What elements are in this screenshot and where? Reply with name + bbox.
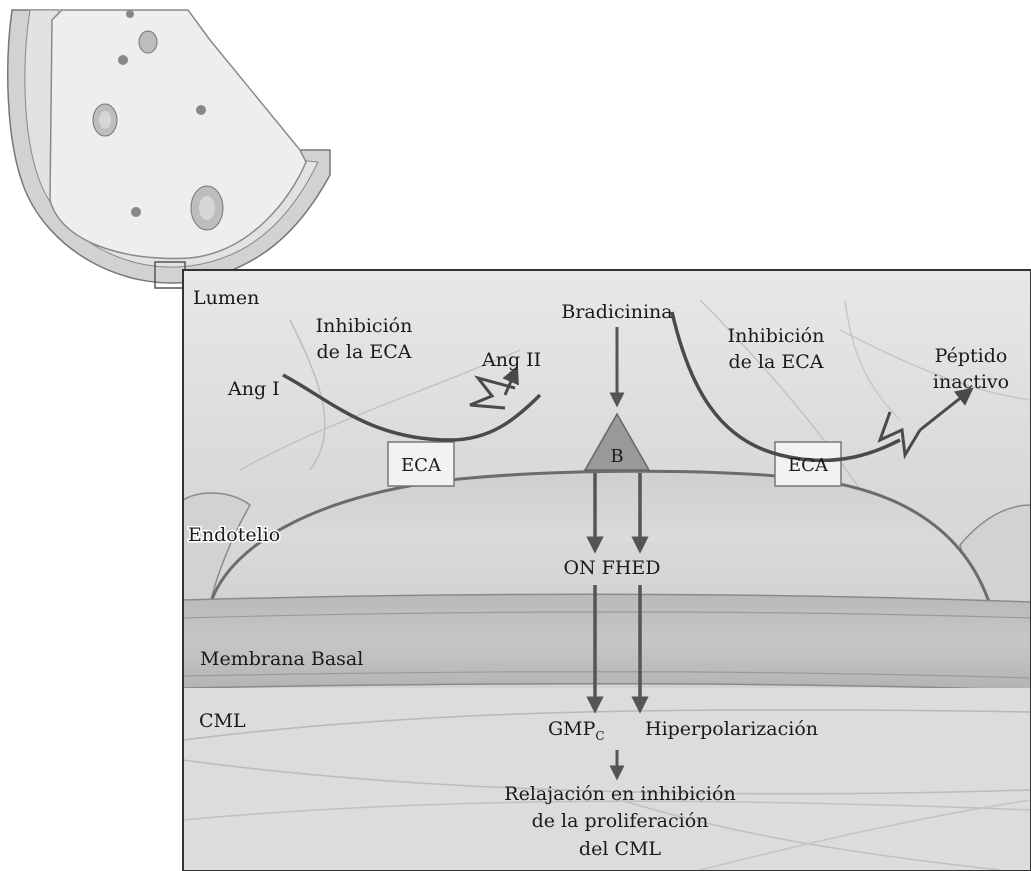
- label-hiperpolarizacion: Hiperpolarización: [645, 718, 818, 740]
- label-peptido-1: Péptido: [935, 345, 1008, 367]
- label-ang-i: Ang I: [227, 378, 280, 400]
- label-inhibition-right-2: de la ECA: [728, 351, 823, 373]
- label-on-fhed: ON FHED: [563, 557, 660, 579]
- label-eca-right: ECA: [788, 455, 829, 476]
- label-cml: CML: [199, 710, 246, 732]
- label-relajacion-2: de la proliferación: [532, 810, 709, 832]
- vessel-inset: [8, 10, 330, 288]
- label-eca-left: ECA: [401, 455, 442, 476]
- label-endotelio: Endotelio: [188, 524, 280, 546]
- label-lumen: Lumen: [193, 287, 259, 309]
- label-inhibition-left-2: de la ECA: [316, 341, 411, 363]
- label-inhibition-right-1: Inhibición: [728, 325, 825, 347]
- label-relajacion-1: Relajación en inhibición: [504, 783, 735, 805]
- label-membrana-basal: Membrana Basal: [200, 648, 363, 670]
- label-bradicinina: Bradicinina: [561, 301, 672, 323]
- label-gmp-main: GMP: [548, 718, 596, 740]
- label-inhibition-left-1: Inhibición: [316, 315, 413, 337]
- basal-membrane: [183, 594, 1031, 690]
- label-peptido-2: inactivo: [933, 371, 1009, 393]
- label-receptor-b: B: [610, 446, 623, 467]
- label-gmp-sub: C: [595, 729, 604, 743]
- label-ang-ii: Ang II: [481, 349, 541, 371]
- label-relajacion-3: del CML: [579, 838, 662, 860]
